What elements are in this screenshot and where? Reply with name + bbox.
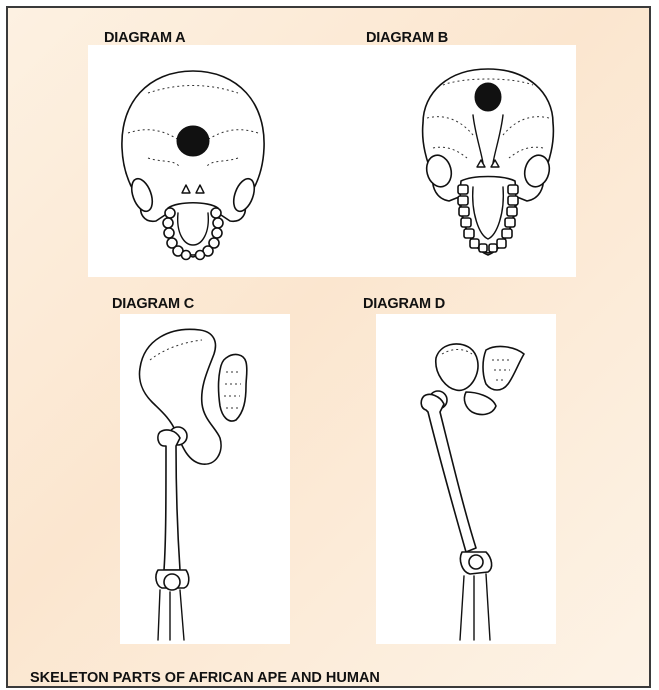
- human-leg-icon: [396, 320, 566, 642]
- diagram-c-label: DIAGRAM C: [112, 296, 194, 312]
- ape-skull-icon: [108, 63, 278, 263]
- figure-caption: SKELETON PARTS OF AFRICAN APE AND HUMAN: [30, 670, 380, 686]
- diagram-d-label: DIAGRAM D: [363, 296, 445, 312]
- human-skull-icon: [403, 63, 573, 263]
- ape-leg-icon: [130, 320, 290, 642]
- figure-frame: DIAGRAM A DIAGRAM B DIAGRAM C DIAGRAM D: [6, 6, 651, 688]
- diagram-a-label: DIAGRAM A: [104, 30, 185, 46]
- diagram-b-label: DIAGRAM B: [366, 30, 448, 46]
